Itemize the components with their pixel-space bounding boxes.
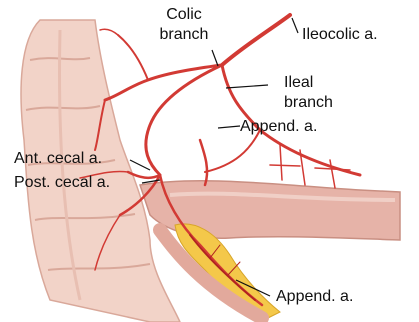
leader-append-upper	[218, 126, 240, 128]
ileocolic-label: Ileocolic a.	[302, 26, 378, 44]
appendicular-artery-upper	[200, 140, 207, 185]
leader-ant-cecal	[130, 160, 150, 170]
colic-branch-label-line1: Colic	[160, 6, 208, 24]
colic-branch-label-line2: branch	[156, 26, 212, 44]
leader-ileocolic	[292, 18, 298, 33]
ileal-branch-label-line1: Ileal	[284, 74, 313, 92]
leader-colic-branch	[212, 50, 218, 66]
appendicular-lower-label: Append. a.	[276, 288, 353, 306]
appendicular-upper-label: Append. a.	[240, 118, 317, 136]
posterior-cecal-label: Post. cecal a.	[14, 174, 110, 192]
anterior-cecal-label: Ant. cecal a.	[14, 150, 102, 168]
leader-ileal-branch	[226, 85, 268, 88]
ileocolic-artery	[222, 15, 290, 65]
colic-branch	[105, 65, 222, 100]
ileal-branch-label-line2: branch	[284, 94, 333, 112]
